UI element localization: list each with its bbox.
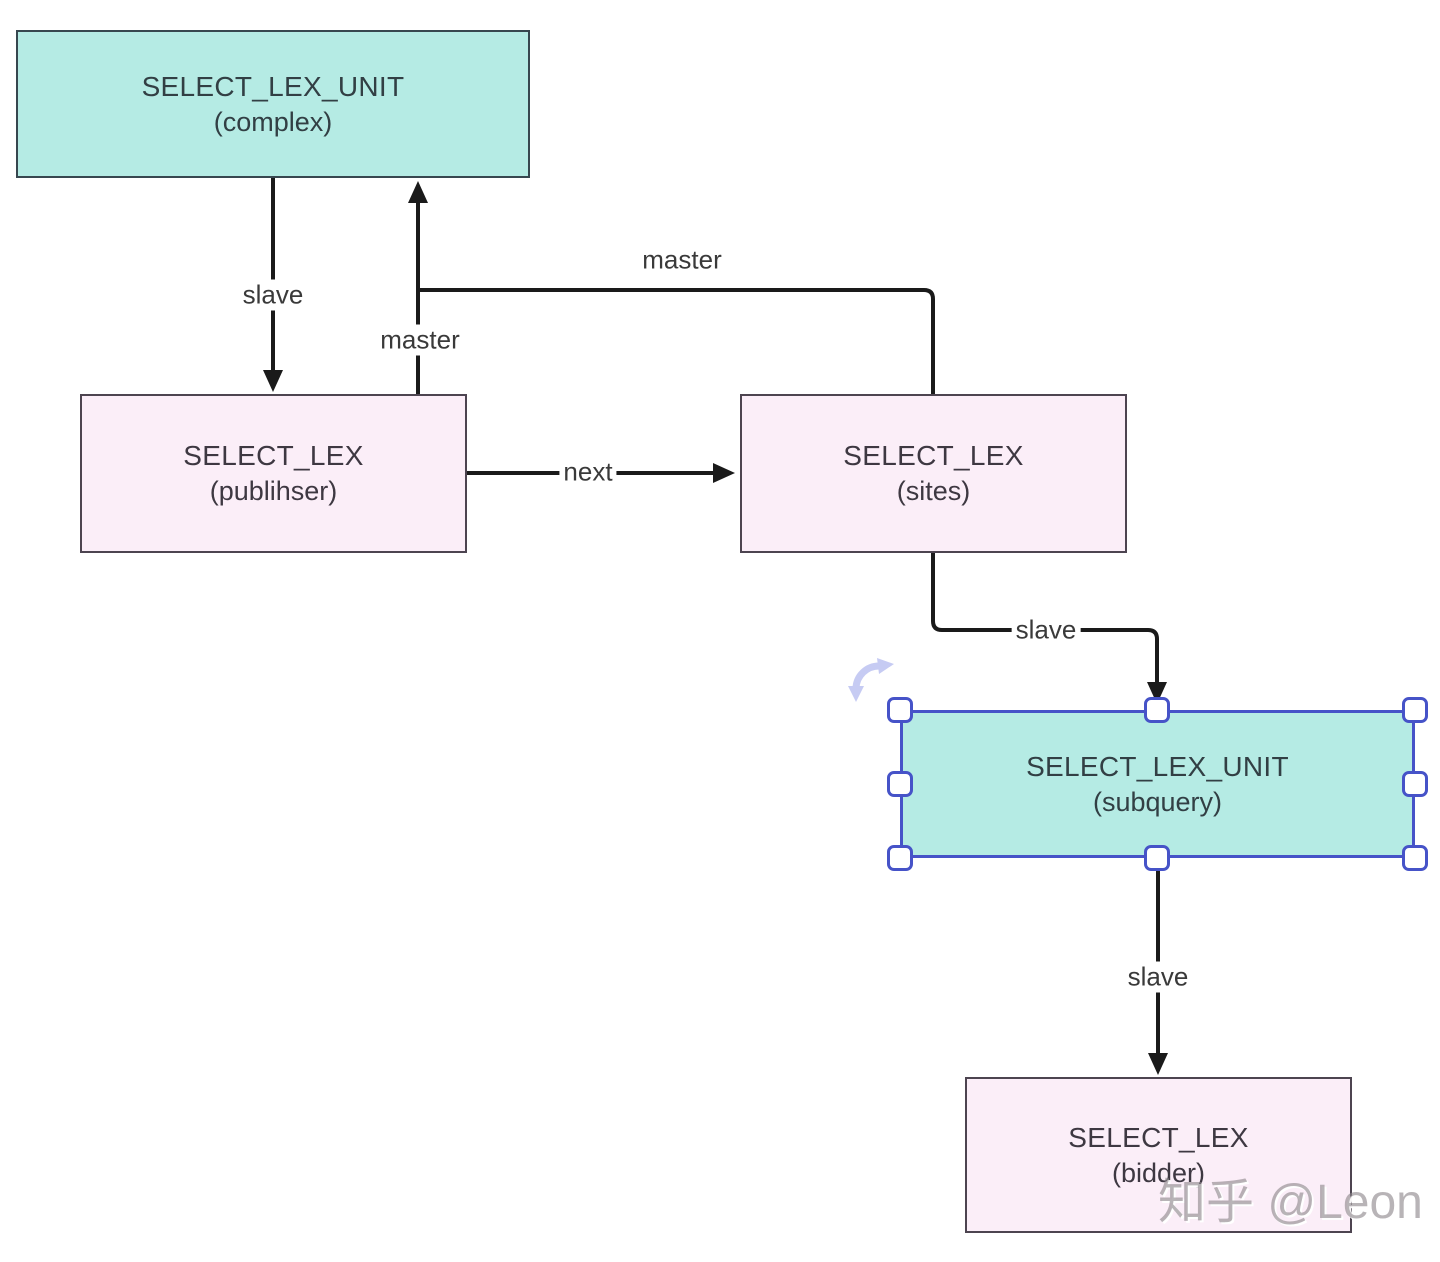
edge-master-publisher-complex[interactable] <box>408 181 428 394</box>
node-select-lex-sites[interactable]: SELECT_LEX (sites) <box>740 394 1127 553</box>
node-select-lex-publisher[interactable]: SELECT_LEX (publihser) <box>80 394 467 553</box>
arrowhead-down <box>263 370 283 392</box>
selection-handle-nw[interactable] <box>887 697 913 723</box>
node-select-lex-bidder[interactable]: SELECT_LEX (bidder) <box>965 1077 1352 1233</box>
node-title: SELECT_LEX_UNIT <box>1026 750 1289 782</box>
edge-label-slave-complex-publisher[interactable]: slave <box>238 279 308 311</box>
node-select-lex-unit-complex[interactable]: SELECT_LEX_UNIT (complex) <box>16 30 530 178</box>
edge-label-master-publisher-complex[interactable]: master <box>376 324 464 356</box>
selection-handle-ne[interactable] <box>1402 697 1428 723</box>
edge-label-next-publisher-sites[interactable]: next <box>559 456 617 488</box>
selection-handle-e[interactable] <box>1402 771 1428 797</box>
selection-handle-w[interactable] <box>887 771 913 797</box>
node-subtitle: (bidder) <box>1111 1157 1206 1188</box>
arrowhead-down <box>1147 682 1167 704</box>
node-title: SELECT_LEX <box>1068 1121 1249 1153</box>
node-subtitle: (complex) <box>213 106 333 137</box>
selection-handle-n[interactable] <box>1144 697 1170 723</box>
node-title: SELECT_LEX <box>183 440 364 471</box>
node-subtitle: (publihser) <box>209 476 338 506</box>
node-title: SELECT_LEX <box>843 440 1024 471</box>
watermark: 知乎 @Leon <box>1158 1176 1423 1229</box>
node-subtitle: (subquery) <box>1092 786 1223 817</box>
selection-handle-se[interactable] <box>1402 845 1428 871</box>
edge-slave-subquery-bidder[interactable] <box>1148 858 1168 1075</box>
arrowhead-right <box>713 463 735 483</box>
selection-handle-s[interactable] <box>1144 845 1170 871</box>
arrowhead-up <box>408 181 428 203</box>
selection-handle-sw[interactable] <box>887 845 913 871</box>
node-subtitle: (sites) <box>896 476 971 506</box>
rotate-handle-icon[interactable] <box>842 650 898 706</box>
edge-label-slave-sites-subquery[interactable]: slave <box>1011 614 1081 646</box>
edge-label-master-sites-complex[interactable]: master <box>638 244 726 276</box>
edge-master-sites-complex[interactable] <box>418 288 935 394</box>
arrowhead-down <box>1148 1053 1168 1075</box>
node-select-lex-unit-subquery[interactable]: SELECT_LEX_UNIT (subquery) <box>900 710 1415 858</box>
edge-slave-complex-publisher[interactable] <box>263 178 283 392</box>
node-title: SELECT_LEX_UNIT <box>141 70 405 102</box>
edge-label-slave-subquery-bidder[interactable]: slave <box>1123 961 1193 993</box>
